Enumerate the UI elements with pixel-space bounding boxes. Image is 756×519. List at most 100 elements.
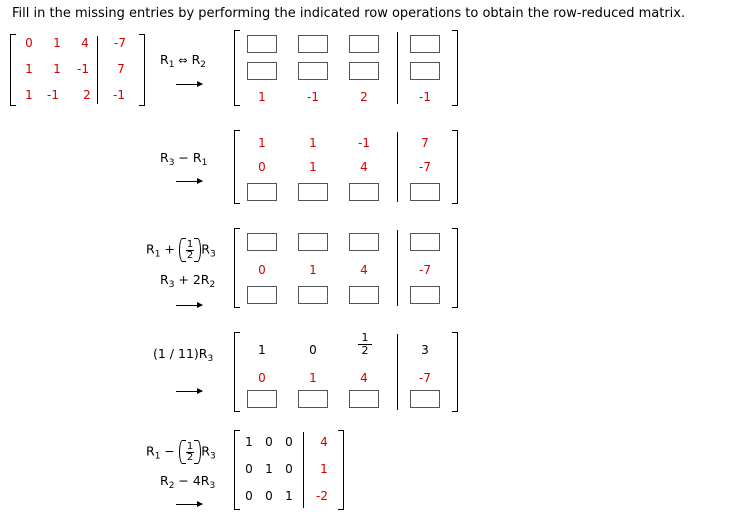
cell: 1	[258, 90, 266, 104]
answer-input[interactable]	[247, 183, 277, 201]
answer-input[interactable]	[298, 286, 328, 304]
cell: -1	[419, 90, 431, 104]
cell: 4	[360, 371, 368, 385]
answer-input[interactable]	[349, 390, 379, 408]
cell: 3	[421, 343, 429, 357]
cell: -7	[419, 263, 431, 277]
answer-input[interactable]	[298, 62, 328, 80]
augment-bar	[397, 334, 398, 410]
left-bracket	[234, 30, 240, 106]
cell: 1	[309, 263, 317, 277]
cell: 0	[25, 36, 33, 50]
cell: -1	[307, 90, 319, 104]
cell: -1	[113, 88, 125, 102]
answer-input[interactable]	[349, 233, 379, 251]
cell: 1	[258, 343, 266, 357]
cell: 1	[309, 136, 317, 150]
left-bracket	[10, 34, 16, 106]
answer-input[interactable]	[410, 390, 440, 408]
row-op-subtract: R3 − R1	[160, 150, 208, 168]
cell: -7	[419, 160, 431, 174]
answer-input[interactable]	[298, 183, 328, 201]
arrow-icon	[176, 81, 203, 87]
answer-input[interactable]	[349, 183, 379, 201]
left-bracket	[234, 430, 240, 510]
cell: 0	[258, 263, 266, 277]
answer-input[interactable]	[410, 35, 440, 53]
answer-input[interactable]	[298, 233, 328, 251]
cell: 4	[320, 435, 328, 449]
answer-input[interactable]	[247, 35, 277, 53]
cell: -1	[47, 88, 59, 102]
cell: 1	[53, 36, 61, 50]
cell: -7	[419, 371, 431, 385]
answer-input[interactable]	[247, 286, 277, 304]
right-bracket	[338, 430, 344, 510]
cell: -2	[316, 489, 328, 503]
cell: 1	[285, 489, 293, 503]
answer-input[interactable]	[247, 390, 277, 408]
answer-input[interactable]	[247, 62, 277, 80]
answer-input[interactable]	[298, 390, 328, 408]
instructions: Fill in the missing entries by performin…	[12, 6, 686, 21]
augment-bar	[397, 132, 398, 202]
left-bracket	[234, 228, 240, 308]
cell: 1	[320, 462, 328, 476]
cell: 7	[117, 62, 125, 76]
augment-bar	[397, 230, 398, 306]
cell: -1	[358, 136, 370, 150]
answer-input[interactable]	[349, 62, 379, 80]
cell: 0	[245, 462, 253, 476]
row-op-add-double: R3 + 2R2	[160, 272, 216, 290]
cell: 7	[421, 136, 429, 150]
cell: 1	[53, 62, 61, 76]
answer-input[interactable]	[410, 183, 440, 201]
cell: 1	[245, 435, 253, 449]
cell: 0	[309, 343, 317, 357]
cell: 0	[265, 435, 273, 449]
augment-bar	[97, 36, 98, 104]
answer-input[interactable]	[410, 233, 440, 251]
cell: 1	[258, 136, 266, 150]
row-op-subtract-quad: R2 − 4R3	[160, 473, 216, 491]
cell: 0	[265, 489, 273, 503]
cell: 0	[245, 489, 253, 503]
cell: 0	[258, 160, 266, 174]
cell: 1	[25, 62, 33, 76]
fraction-cell: 1 2	[358, 332, 372, 357]
cell: 4	[81, 36, 89, 50]
left-bracket	[234, 332, 240, 412]
cell: 4	[360, 160, 368, 174]
right-bracket	[139, 34, 145, 106]
row-op-swap: R1 ⇔ R2	[160, 52, 207, 70]
cell: 1	[265, 462, 273, 476]
cell: 1	[309, 160, 317, 174]
cell: 1	[25, 88, 33, 102]
right-bracket	[452, 228, 458, 308]
cell: 0	[285, 435, 293, 449]
left-bracket	[234, 130, 240, 204]
cell: 2	[360, 90, 368, 104]
cell: 0	[285, 462, 293, 476]
cell: 0	[258, 371, 266, 385]
arrow-icon	[176, 388, 203, 394]
right-bracket	[452, 332, 458, 412]
answer-input[interactable]	[247, 233, 277, 251]
answer-input[interactable]	[349, 35, 379, 53]
right-bracket	[452, 30, 458, 106]
cell: 1	[309, 371, 317, 385]
answer-input[interactable]	[298, 35, 328, 53]
answer-input[interactable]	[410, 62, 440, 80]
arrow-icon	[176, 501, 203, 507]
augment-bar	[303, 432, 304, 508]
answer-input[interactable]	[410, 286, 440, 304]
augment-bar	[397, 32, 398, 104]
cell: 4	[360, 263, 368, 277]
cell: -1	[77, 62, 89, 76]
right-bracket	[452, 130, 458, 204]
row-op-scale: (1 / 11)R3	[153, 346, 214, 364]
cell: 2	[83, 88, 91, 102]
answer-input[interactable]	[349, 286, 379, 304]
